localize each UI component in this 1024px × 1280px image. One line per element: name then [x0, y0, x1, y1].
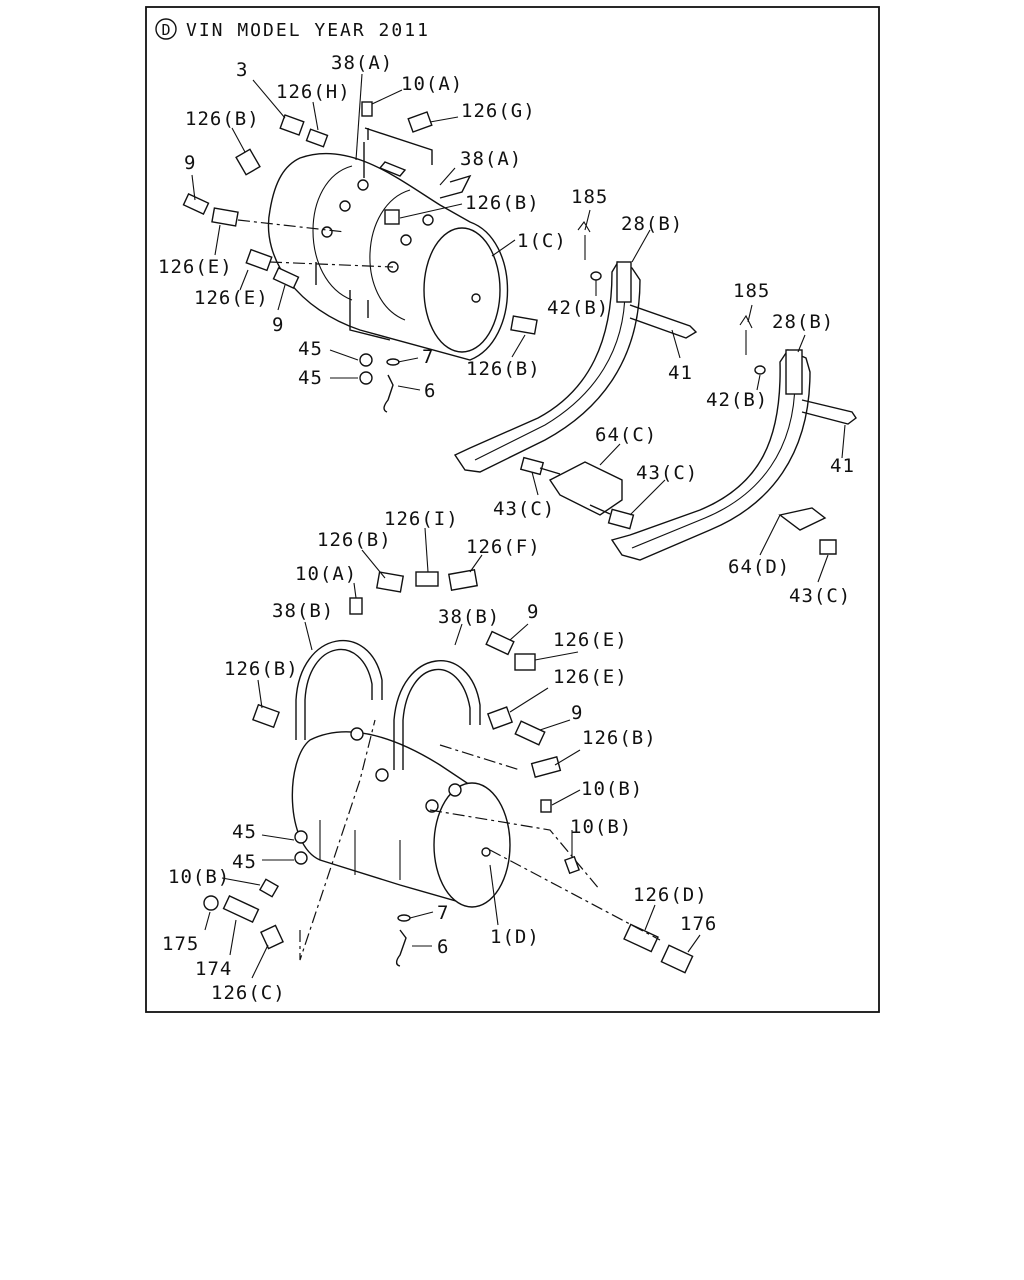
- callout-126c: 126(C): [211, 982, 286, 1004]
- callout-126b-lower-left: 126(B): [224, 658, 299, 680]
- callout-45-lower-2: 45: [232, 851, 257, 873]
- callout-126b-upper-mid: 126(B): [465, 192, 540, 214]
- header-badge-circle: [155, 18, 177, 40]
- callout-10b-right-1: 10(B): [581, 778, 643, 800]
- callout-labels: 3 126(H) 38(A) 10(A) 126(G) 126(B) 38(A)…: [158, 52, 855, 1004]
- callout-126b-lower-right: 126(B): [582, 727, 657, 749]
- callout-43c-mid: 43(C): [636, 462, 698, 484]
- callout-185-lower: 185: [733, 280, 770, 302]
- callout-126h: 126(H): [276, 81, 351, 103]
- callout-126f: 126(F): [466, 536, 541, 558]
- tank-1c: [267, 152, 509, 361]
- callout-126b-lower-top: 126(B): [317, 529, 392, 551]
- callout-126e-lower-1: 126(E): [553, 629, 628, 651]
- callout-7-lower: 7: [437, 902, 449, 924]
- callout-43c-right: 43(C): [789, 585, 851, 607]
- callout-42b-lower: 42(B): [706, 389, 768, 411]
- callout-176: 176: [680, 913, 717, 935]
- callout-126g: 126(G): [461, 100, 536, 122]
- fittings-upper: [182, 101, 538, 413]
- callout-1d: 1(D): [490, 926, 540, 948]
- callout-45-upper-2: 45: [298, 367, 323, 389]
- callout-28b-upper: 28(B): [621, 213, 683, 235]
- callout-126b-upper-left: 126(B): [185, 108, 260, 130]
- callout-9-lower-1: 9: [527, 601, 539, 623]
- header: D VIN MODEL YEAR 2011: [155, 18, 430, 41]
- callout-28b-lower: 28(B): [772, 311, 834, 333]
- callout-126e-upper-2: 126(E): [194, 287, 269, 309]
- straps-lower: [295, 597, 481, 770]
- callout-38a-right: 38(A): [460, 148, 522, 170]
- callout-10a-lower: 10(A): [295, 563, 357, 585]
- callout-38b-left: 38(B): [272, 600, 334, 622]
- callout-38a-top: 38(A): [331, 52, 393, 74]
- bracket-upper: [453, 221, 698, 473]
- callout-43c-left: 43(C): [493, 498, 555, 520]
- callout-9-upper: 9: [184, 152, 196, 174]
- header-badge: D: [161, 21, 170, 39]
- fittings-lower: [203, 569, 694, 974]
- callout-126e-upper-1: 126(E): [158, 256, 233, 278]
- callout-9-lower-2: 9: [571, 702, 583, 724]
- bracket-lower: [610, 314, 857, 561]
- callout-10b-right-2: 10(B): [570, 816, 632, 838]
- callout-126i: 126(I): [384, 508, 459, 530]
- callout-126d: 126(D): [633, 884, 708, 906]
- callout-45-upper-1: 45: [298, 338, 323, 360]
- callout-9-upper-2: 9: [272, 314, 284, 336]
- callout-185-upper: 185: [571, 186, 608, 208]
- callout-10b-left: 10(B): [168, 866, 230, 888]
- callout-42b-upper: 42(B): [547, 297, 609, 319]
- callout-10a-top: 10(A): [401, 73, 463, 95]
- callout-3: 3: [236, 59, 248, 81]
- callout-6-upper: 6: [424, 380, 436, 402]
- callout-6-lower: 6: [437, 936, 449, 958]
- callout-126b-upper-bottom: 126(B): [466, 358, 541, 380]
- callout-45-lower-1: 45: [232, 821, 257, 843]
- header-title: VIN MODEL YEAR 2011: [186, 20, 430, 41]
- callout-64c: 64(C): [595, 424, 657, 446]
- callout-126e-lower-2: 126(E): [553, 666, 628, 688]
- diagram-frame: [145, 6, 880, 1013]
- callout-1c: 1(C): [517, 230, 567, 252]
- plate-64c: [519, 456, 635, 530]
- callout-175: 175: [162, 933, 199, 955]
- callout-7-upper: 7: [422, 346, 434, 368]
- callout-64d: 64(D): [728, 556, 790, 578]
- callout-41-lower: 41: [830, 455, 855, 477]
- leader-lines: [191, 73, 846, 979]
- straps-upper: [363, 127, 472, 199]
- callout-41-upper: 41: [668, 362, 693, 384]
- callout-38b-right: 38(B): [438, 606, 500, 628]
- callout-174: 174: [195, 958, 232, 980]
